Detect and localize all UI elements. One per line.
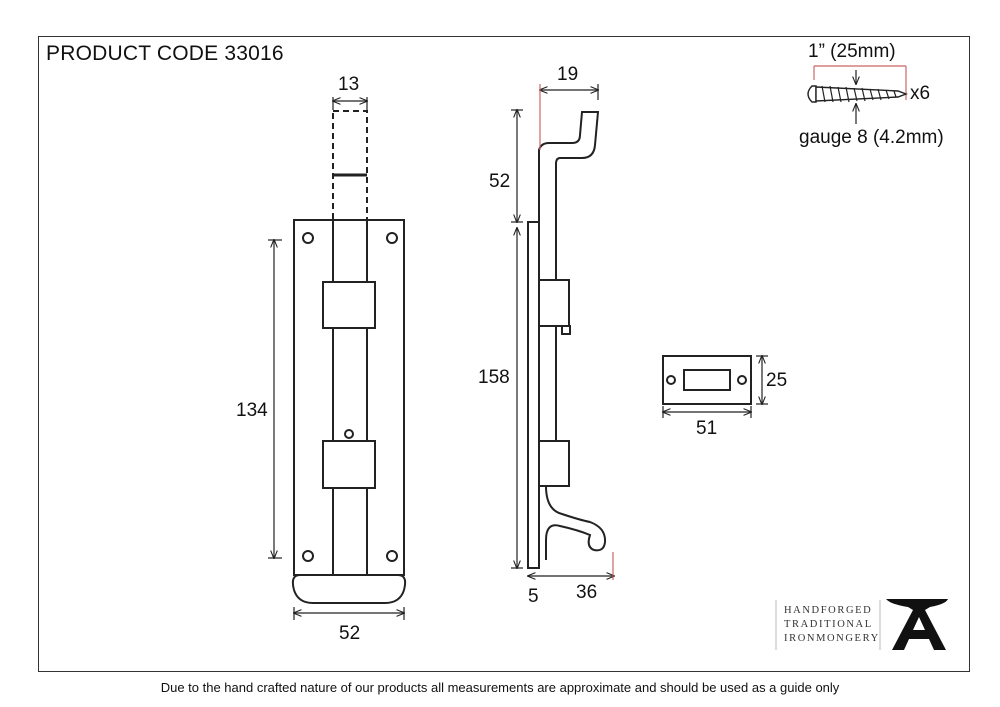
side-staple-pin bbox=[561, 325, 571, 335]
screw-icon bbox=[807, 85, 908, 103]
dimension-plate-thickness: 5 bbox=[528, 586, 539, 607]
bolt-knob bbox=[291, 574, 407, 604]
lower-staple bbox=[322, 440, 376, 489]
footer-disclaimer: Due to the hand crafted nature of our pr… bbox=[160, 680, 840, 695]
bolt-extended-outline bbox=[332, 110, 368, 222]
product-code: PRODUCT CODE 33016 bbox=[46, 42, 284, 65]
dimension-hole-spacing: 134 bbox=[236, 400, 268, 421]
dimension-handle-offset: 19 bbox=[557, 64, 578, 85]
side-lower-staple bbox=[538, 440, 570, 487]
dimension-plate-length: 158 bbox=[478, 367, 510, 388]
screw-hole bbox=[302, 232, 314, 244]
side-upper-staple bbox=[538, 279, 570, 327]
brand-line-1: HANDFORGED bbox=[784, 605, 872, 616]
side-dimensions bbox=[511, 84, 614, 580]
keeper-hole bbox=[666, 375, 676, 385]
screw-gauge: gauge 8 (4.2mm) bbox=[799, 127, 944, 148]
keeper-dimensions bbox=[663, 356, 768, 418]
dimension-keeper-width: 51 bbox=[696, 418, 717, 439]
keeper bbox=[662, 355, 752, 405]
side-bolt bbox=[538, 111, 600, 560]
dimension-plate-width: 52 bbox=[339, 623, 360, 644]
front-dimensions bbox=[268, 97, 404, 620]
screw-hole bbox=[302, 550, 314, 562]
dimension-keeper-height: 25 bbox=[766, 370, 787, 391]
keeper-hole bbox=[737, 375, 747, 385]
anvil-logo bbox=[886, 599, 948, 650]
front-view bbox=[291, 110, 407, 604]
side-plate bbox=[527, 221, 540, 569]
dimension-bolt-throw: 52 bbox=[489, 171, 510, 192]
dimension-handle-projection: 36 bbox=[576, 582, 597, 603]
side-handle bbox=[545, 485, 607, 560]
bolt-pin bbox=[344, 429, 354, 439]
upper-staple bbox=[322, 281, 376, 329]
screw-hole bbox=[386, 550, 398, 562]
side-view bbox=[527, 111, 607, 569]
dimension-bolt-width: 13 bbox=[338, 74, 359, 95]
keeper-slot bbox=[683, 369, 731, 391]
brand-line-2: TRADITIONAL bbox=[784, 619, 873, 630]
bolt bbox=[332, 219, 368, 577]
screw-hole bbox=[386, 232, 398, 244]
drawing-frame bbox=[38, 36, 970, 672]
brand-line-3: IRONMONGERY bbox=[784, 633, 880, 644]
screw-quantity: x6 bbox=[910, 83, 930, 104]
screw-length: 1” (25mm) bbox=[808, 41, 896, 62]
